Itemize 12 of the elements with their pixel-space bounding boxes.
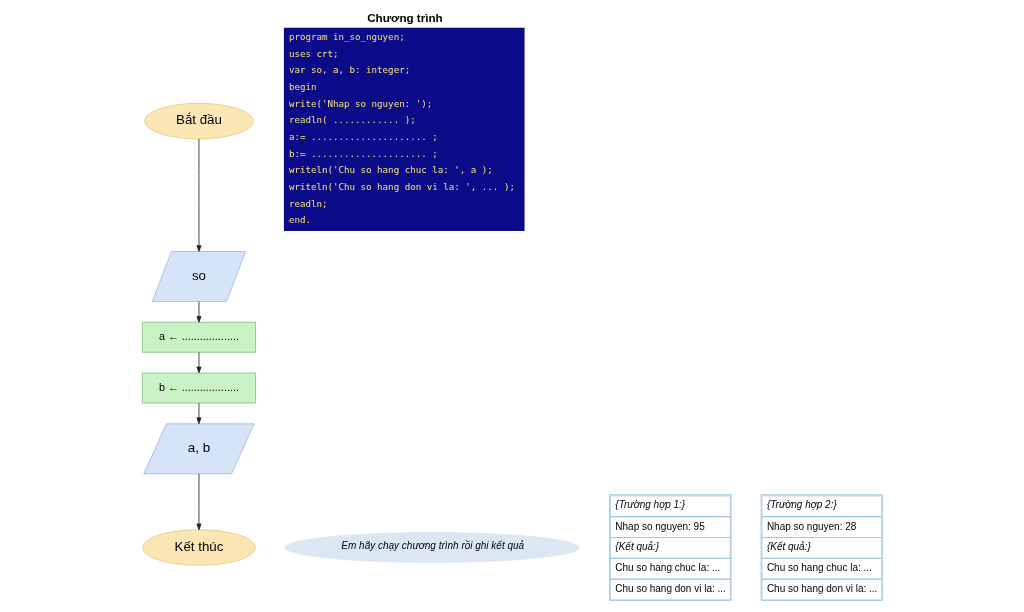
arrow (196, 351, 201, 374)
node-ellipse: Em hãy chạy chương trình rồi ghi kết quả (284, 532, 580, 563)
node-ellipse: Kết thúc (141, 529, 256, 566)
arrow (196, 138, 201, 252)
node-box: a ← ................... (141, 321, 256, 353)
node-box: b ← ................... (141, 372, 256, 404)
arrow (196, 301, 201, 323)
arrow (196, 402, 201, 425)
arrow (196, 473, 201, 531)
node-ellipse: Bắt đầu (143, 102, 254, 140)
node-box: program in_so_nguyen; uses crt; var so, a, b: integer; begin write('Nhap so nguyen: '); readln( ............ ); a:= ..................... ; b:= ..................... ; writeln('Chu so hang chuc la: ', a ); writeln('Chu so hang don vi la: ', ... ); readln; end. (283, 27, 525, 232)
node-label: Chương trình (366, 11, 443, 25)
